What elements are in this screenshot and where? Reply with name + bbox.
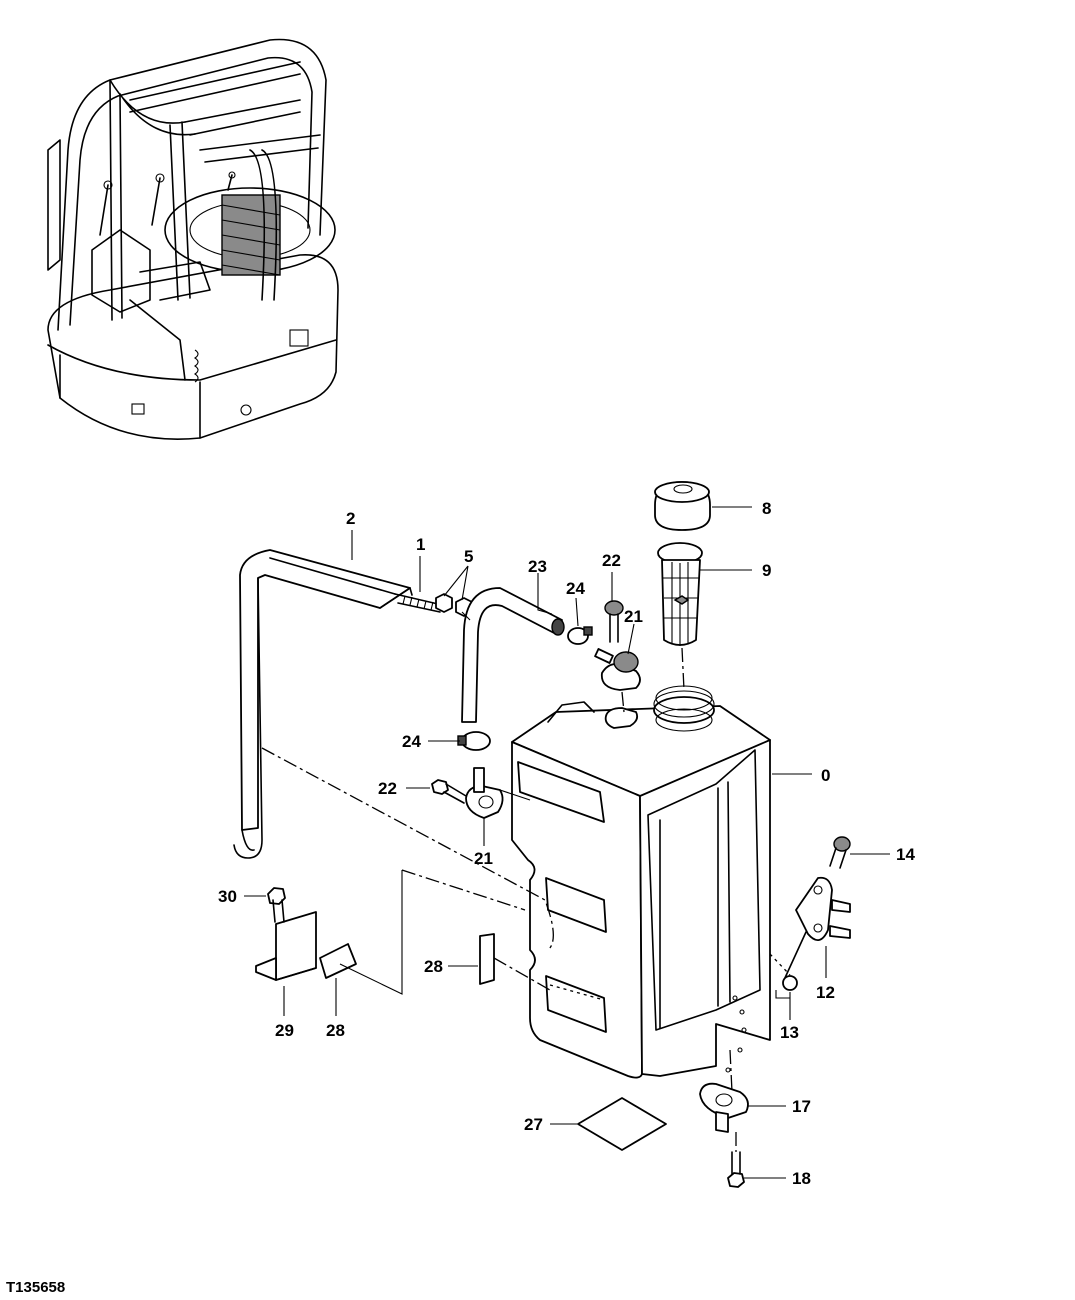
rubber-pad-tank xyxy=(479,933,495,985)
return-fitting-bolt xyxy=(604,600,624,643)
level-sender xyxy=(783,876,851,981)
callout-22-left: 22 xyxy=(378,779,397,798)
callout-2: 2 xyxy=(346,509,355,528)
callout-14: 14 xyxy=(896,845,915,864)
callout-1: 1 xyxy=(416,535,425,554)
callout-17: 17 xyxy=(792,1097,811,1116)
callout-29: 29 xyxy=(275,1021,294,1040)
callout-13: 13 xyxy=(780,1023,799,1042)
callout-18: 18 xyxy=(792,1169,811,1188)
bracket-bolt xyxy=(267,887,286,923)
callout-9: 9 xyxy=(762,561,771,580)
machine-overview-inset xyxy=(47,38,339,440)
leader-lines xyxy=(244,506,890,1179)
tank-strap xyxy=(233,549,413,859)
callout-8: 8 xyxy=(762,499,771,518)
suction-fitting-bolt xyxy=(431,779,467,804)
filler-strainer xyxy=(657,542,703,646)
callout-23: 23 xyxy=(528,557,547,576)
drain-bolt xyxy=(727,1151,745,1188)
callout-24-top: 24 xyxy=(566,579,585,598)
callout-28-right: 28 xyxy=(424,957,443,976)
mounting-bracket xyxy=(255,911,317,981)
mounting-pad xyxy=(577,1097,667,1151)
callout-27: 27 xyxy=(524,1115,543,1134)
strap-rod xyxy=(394,593,441,613)
callout-12: 12 xyxy=(816,983,835,1002)
callout-labels: 0 1 2 5 8 9 12 13 14 17 18 21 21 22 22 2… xyxy=(218,499,915,1188)
breather-hose xyxy=(461,587,565,723)
fuel-tank xyxy=(511,685,771,1079)
callout-5: 5 xyxy=(464,547,473,566)
rubber-pad xyxy=(319,943,357,979)
callout-21-bottom: 21 xyxy=(474,849,493,868)
callout-28-left: 28 xyxy=(326,1021,345,1040)
strap-nuts xyxy=(435,593,473,617)
figure-reference: T135658 xyxy=(6,1279,65,1296)
callout-21-top: 21 xyxy=(624,607,643,626)
assembly-lines xyxy=(261,611,791,1152)
callout-24-left: 24 xyxy=(402,732,421,751)
callout-30: 30 xyxy=(218,887,237,906)
drain-flange xyxy=(699,1082,749,1133)
return-fitting-flange xyxy=(594,648,641,691)
filler-cap xyxy=(654,481,711,531)
o-ring xyxy=(782,975,798,991)
sender-bolt xyxy=(829,836,851,869)
suction-fitting-flange xyxy=(465,767,504,819)
callout-22-top: 22 xyxy=(602,551,621,570)
callout-0: 0 xyxy=(821,766,830,785)
